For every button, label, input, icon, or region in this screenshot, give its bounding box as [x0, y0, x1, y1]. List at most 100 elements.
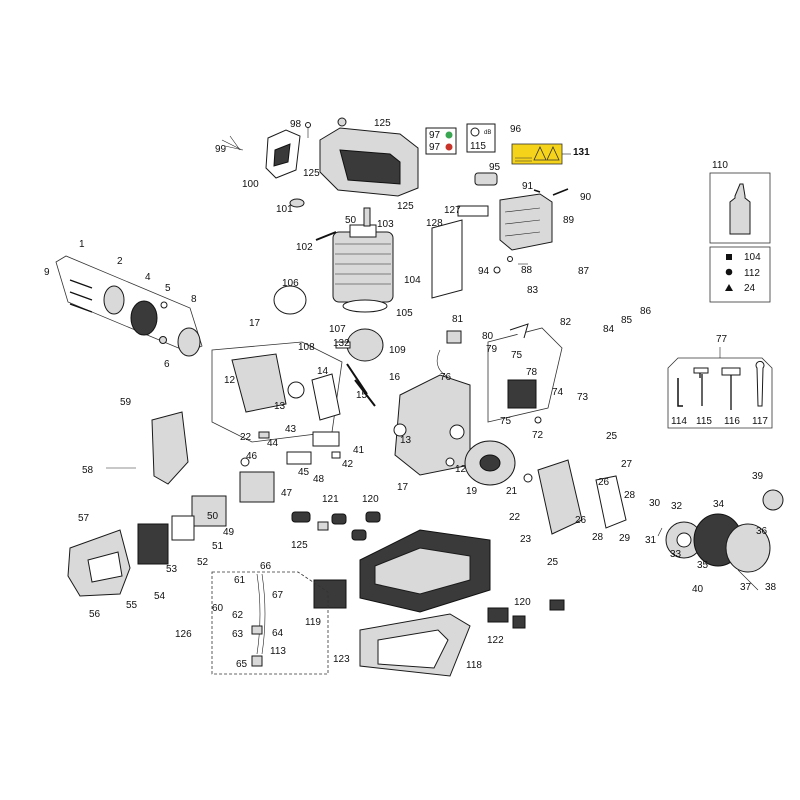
- callout-c102: 102: [296, 242, 313, 253]
- callout-c52: 52: [197, 557, 209, 568]
- callout-c39: 39: [752, 471, 764, 482]
- callout-c62: 62: [232, 610, 244, 621]
- callout-c82: 82: [560, 317, 572, 328]
- callout-c91: 91: [522, 181, 534, 192]
- callout-c90: 90: [580, 192, 592, 203]
- callout-c25a: 25: [606, 431, 618, 442]
- callout-c81: 81: [452, 314, 464, 325]
- fuel-line-box: [211, 571, 329, 675]
- callout-b131: 131: [573, 147, 590, 158]
- callout-c119: 119: [305, 617, 321, 628]
- callout-c121: 121: [322, 494, 339, 505]
- callout-c28a: 28: [624, 490, 636, 501]
- callout-c104a: 104: [404, 275, 421, 286]
- legend-square-value: 104: [744, 252, 761, 263]
- callout-c76: 76: [440, 372, 452, 383]
- callout-c32: 32: [671, 501, 683, 512]
- tool-116: 116: [724, 416, 740, 427]
- callout-c23: 23: [520, 534, 532, 545]
- callout-c127: 127: [444, 205, 461, 216]
- callout-c95: 95: [489, 162, 501, 173]
- callout-c118: 118: [466, 660, 482, 671]
- tag-value: 115: [470, 141, 486, 152]
- oil-bottle-box: 110: [709, 160, 771, 244]
- callout-c37: 37: [740, 582, 752, 593]
- callout-c61: 61: [234, 575, 246, 586]
- callout-c31: 31: [645, 535, 657, 546]
- yellow-warning-label-131: [511, 143, 571, 165]
- callout-c14: 14: [317, 366, 329, 377]
- callout-c56: 56: [89, 609, 101, 620]
- callout-c9: 9: [44, 267, 50, 278]
- tool-117: 117: [752, 416, 768, 427]
- callout-c22b: 22: [509, 512, 521, 523]
- callout-c125c: 125: [397, 201, 414, 212]
- callout-c79: 79: [486, 344, 498, 355]
- legend-triangle-value: 24: [744, 283, 756, 294]
- callout-c34: 34: [713, 499, 725, 510]
- tools-box: 77 114 115 116 117: [667, 334, 773, 429]
- callout-c28b: 28: [592, 532, 604, 543]
- sticker-97-bottom: 97: [429, 142, 441, 153]
- callout-c8: 8: [191, 294, 197, 305]
- callout-c109: 109: [389, 345, 406, 356]
- callout-c67: 67: [272, 590, 284, 601]
- callout-c1: 1: [79, 239, 85, 250]
- callout-c12b: 12: [455, 464, 467, 475]
- callout-c47: 47: [281, 488, 293, 499]
- callout-c33: 33: [670, 549, 682, 560]
- mount-grommets: [291, 511, 381, 541]
- sticker-97-top: 97: [429, 130, 441, 141]
- callout-c17b: 17: [397, 482, 409, 493]
- hazard-triangle-icon-2: [546, 146, 560, 161]
- warning-sticker-97: 97 97: [425, 127, 457, 155]
- handle-and-cover: [67, 411, 189, 597]
- callout-c13: 13: [274, 401, 286, 412]
- callout-c38: 38: [765, 582, 777, 593]
- callout-c5: 5: [165, 283, 171, 294]
- crankcase-group: [211, 285, 471, 476]
- callout-c105: 105: [396, 308, 413, 319]
- callout-c29: 29: [619, 533, 631, 544]
- callout-c96: 96: [510, 124, 522, 135]
- callout-c94: 94: [478, 266, 490, 277]
- callout-c107: 107: [329, 324, 346, 335]
- callout-c66: 66: [260, 561, 272, 572]
- red-dot-icon: [445, 143, 453, 151]
- spanner-icon: [755, 360, 765, 407]
- callout-c122: 122: [487, 635, 504, 646]
- hazard-triangle-icon: [533, 146, 547, 161]
- callout-c128: 128: [426, 218, 443, 229]
- callout-c83: 83: [527, 285, 539, 296]
- callout-c46: 46: [246, 451, 258, 462]
- callout-c50: 50: [345, 215, 357, 226]
- callout-c25b: 25: [547, 557, 559, 568]
- noise-level-tag-96: dB 115: [466, 123, 496, 153]
- callout-c16: 16: [389, 372, 401, 383]
- circle-symbol-icon: [725, 268, 733, 276]
- recoil-starter-group: [537, 459, 784, 591]
- callout-c41: 41: [353, 445, 365, 456]
- callout-c12a: 12: [224, 375, 236, 386]
- callout-c49: 49: [223, 527, 235, 538]
- callout-c123: 123: [333, 654, 350, 665]
- legend-circle-value: 112: [744, 268, 760, 279]
- callout-c64: 64: [272, 628, 284, 639]
- callout-c84: 84: [603, 324, 615, 335]
- t-wrench-icon: [699, 370, 703, 406]
- callout-c48: 48: [313, 474, 325, 485]
- callout-c54: 54: [154, 591, 166, 602]
- callout-c19: 19: [466, 486, 478, 497]
- callout-c22: 22: [240, 432, 252, 443]
- callout-c63: 63: [232, 629, 244, 640]
- callout-c106: 106: [282, 278, 299, 289]
- callout-c15: 15: [356, 390, 368, 401]
- callout-c74: 74: [552, 387, 564, 398]
- carburetor-group: [137, 431, 341, 565]
- triangle-symbol-icon: [725, 284, 733, 291]
- oil-bottle-icon: [729, 183, 751, 235]
- callout-c50b: 50: [207, 511, 219, 522]
- callout-c86: 86: [640, 306, 652, 317]
- callout-c120a: 120: [362, 494, 379, 505]
